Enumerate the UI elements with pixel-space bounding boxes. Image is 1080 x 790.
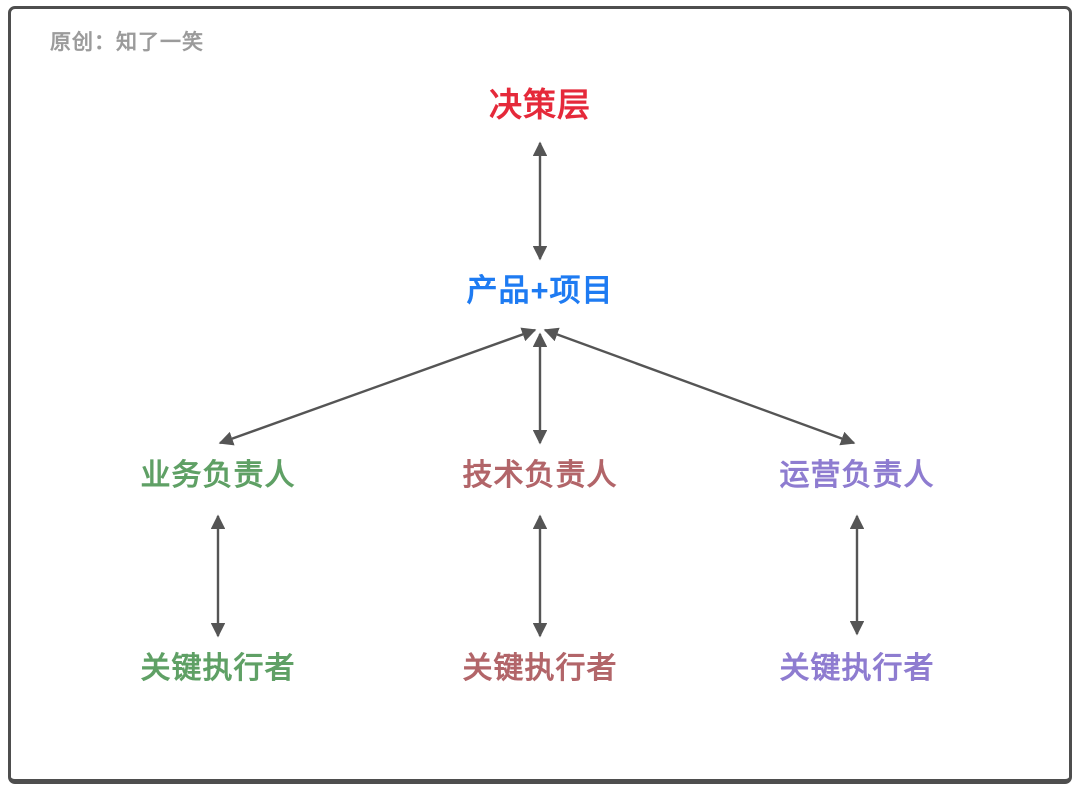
node-decision-layer: 决策层 — [489, 86, 591, 123]
edge-product-to-business-lead — [218, 327, 537, 446]
edge-product-to-ops-lead — [543, 327, 856, 446]
node-tech-lead: 技术负责人 — [462, 459, 618, 492]
node-business-lead: 业务负责人 — [140, 459, 296, 492]
node-ops-lead: 运营负责人 — [779, 459, 935, 492]
node-business-executor: 关键执行者 — [140, 652, 296, 685]
node-ops-executor: 关键执行者 — [779, 652, 935, 685]
node-tech-executor: 关键执行者 — [462, 652, 618, 685]
node-product-project: 产品+项目 — [466, 273, 614, 308]
watermark-author: 原创：知了一笑 — [50, 31, 204, 54]
